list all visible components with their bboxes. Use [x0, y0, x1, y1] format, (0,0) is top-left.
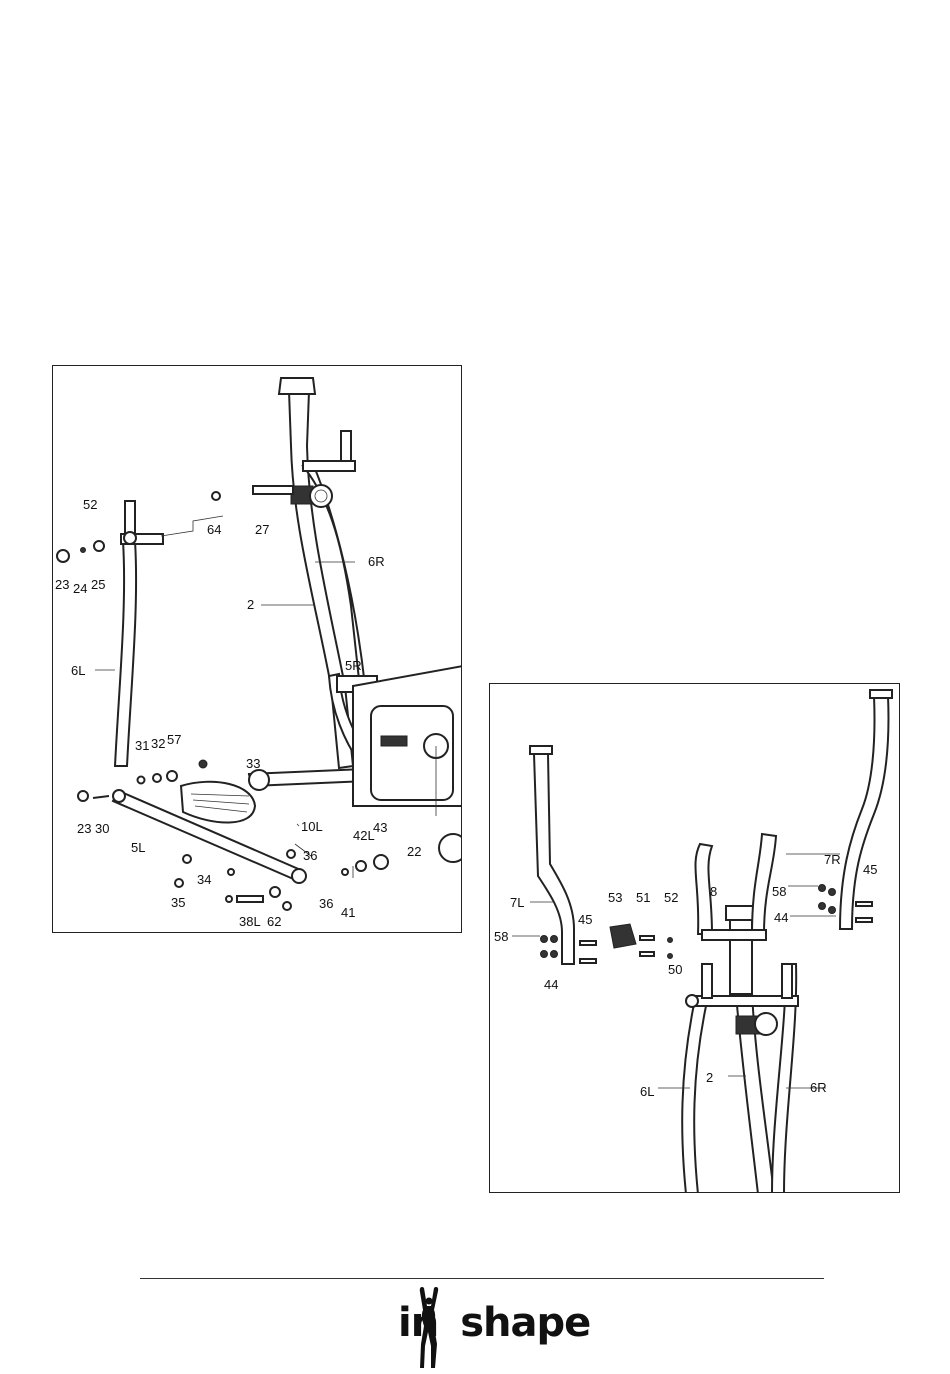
- callout-label: 8: [710, 884, 717, 899]
- callout-label: 33: [246, 756, 260, 771]
- assembly-drawing-left: 52 23 24 25 64 27 6R 2 5R 6L 31 32 57 33…: [53, 366, 462, 933]
- callout-label: 7L: [510, 895, 524, 910]
- callout-label: 30: [95, 821, 109, 836]
- assembly-drawing-right: 7L 58 44 45 53 51 52 8 50 7R 45 58 44 6L…: [490, 684, 900, 1193]
- assembly-diagram-right: 7L 58 44 45 53 51 52 8 50 7R 45 58 44 6L…: [489, 683, 900, 1193]
- callout-label: 43: [373, 820, 387, 835]
- callout-label: 52: [664, 890, 678, 905]
- callout-label: 38L: [239, 914, 261, 929]
- callout-label: 50: [668, 962, 682, 977]
- callout-label: 58: [772, 884, 786, 899]
- callout-label: 52: [83, 497, 97, 512]
- callout-label: 62: [267, 914, 281, 929]
- callout-label: 23: [55, 577, 69, 592]
- callout-label: 5R: [345, 658, 362, 673]
- callout-label: 58: [494, 929, 508, 944]
- callout-label: 35: [171, 895, 185, 910]
- callout-label: 10L: [301, 819, 323, 834]
- brand-suffix: shape: [460, 1300, 590, 1346]
- callout-label: 45: [578, 912, 592, 927]
- footer-divider: [140, 1278, 824, 1279]
- callout-label: 27: [255, 522, 269, 537]
- callout-label: 32: [151, 736, 165, 751]
- callout-label: 36: [303, 848, 317, 863]
- callout-label: 51: [636, 890, 650, 905]
- callout-label: 24: [73, 581, 87, 596]
- callout-label: 53: [608, 890, 622, 905]
- callout-label: 5L: [131, 840, 145, 855]
- callout-label: 57: [167, 732, 181, 747]
- callout-label: 64: [207, 522, 221, 537]
- callout-label: 31: [135, 738, 149, 753]
- callout-label: 23: [77, 821, 91, 836]
- callout-label: 44: [774, 910, 788, 925]
- callout-label: 6R: [368, 554, 385, 569]
- callout-label: 42L: [353, 828, 375, 843]
- callout-label: 7R: [824, 852, 841, 867]
- callout-label: 25: [91, 577, 105, 592]
- callout-label: 6L: [71, 663, 85, 678]
- callout-label: 45: [863, 862, 877, 877]
- callout-label: 36: [319, 896, 333, 911]
- callout-label: 6R: [810, 1080, 827, 1095]
- brand-prefix: in: [398, 1300, 438, 1346]
- callout-label: 44: [544, 977, 558, 992]
- callout-label: 2: [706, 1070, 713, 1085]
- callout-label: 41: [341, 905, 355, 920]
- callout-label: 6L: [640, 1084, 654, 1099]
- callout-label: 22: [407, 844, 421, 859]
- assembly-diagram-left: 52 23 24 25 64 27 6R 2 5R 6L 31 32 57 33…: [52, 365, 462, 933]
- callout-label: 34: [197, 872, 211, 887]
- callout-label: 2: [247, 597, 254, 612]
